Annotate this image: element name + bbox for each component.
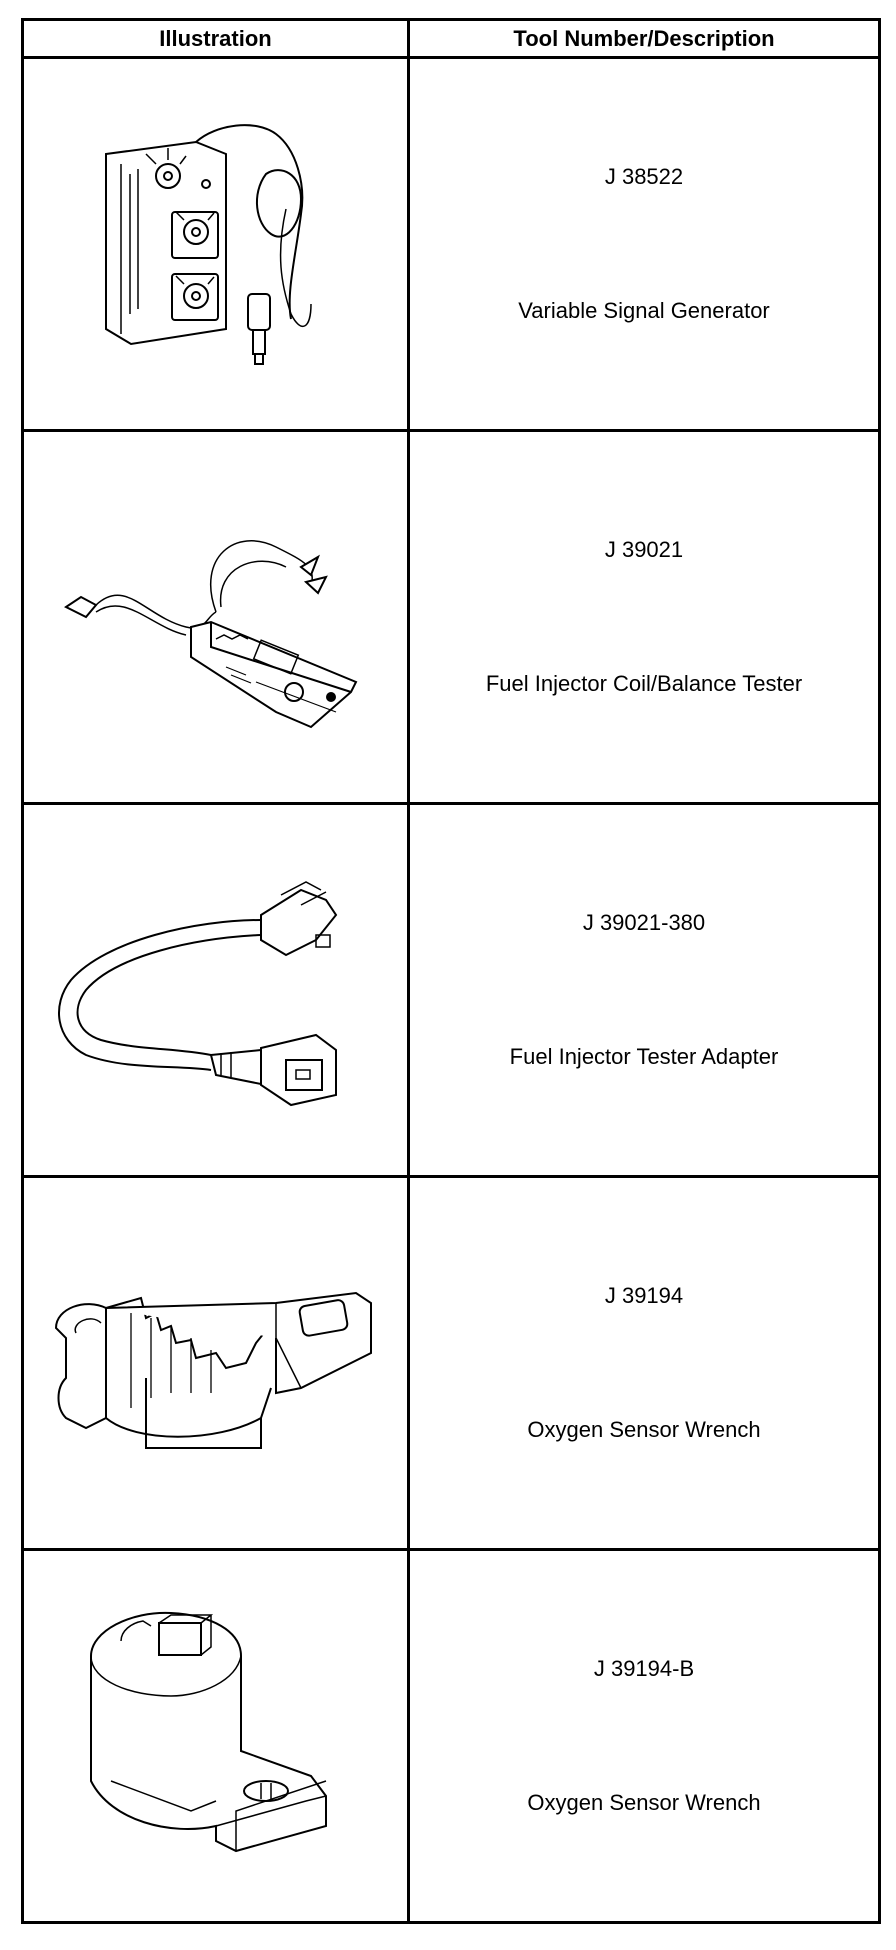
tester-adapter-icon xyxy=(46,860,386,1120)
tool-description: Oxygen Sensor Wrench xyxy=(527,1417,761,1442)
tool-description: Oxygen Sensor Wrench xyxy=(527,1790,761,1815)
tool-table-container: Illustration Tool Number/Description xyxy=(21,18,881,1924)
table-row: J 39021 Fuel Injector Coil/Balance Teste… xyxy=(21,429,881,805)
socket-wrench-icon xyxy=(71,1601,361,1871)
tool-description-cell: J 39194-B Oxygen Sensor Wrench xyxy=(407,1548,881,1924)
tool-description: Fuel Injector Tester Adapter xyxy=(509,1044,779,1069)
tool-number: J 39194-B xyxy=(593,1656,695,1681)
injector-tester-icon xyxy=(56,497,376,737)
tool-number: J 38522 xyxy=(604,164,684,189)
header-illustration: Illustration xyxy=(21,18,410,59)
tool-description-cell: J 38522 Variable Signal Generator xyxy=(407,56,881,432)
tool-number: J 39194 xyxy=(604,1283,684,1308)
table-row: J 39194 Oxygen Sensor Wrench xyxy=(21,1175,881,1551)
header-row: Illustration Tool Number/Description xyxy=(21,18,881,59)
tool-description-cell: J 39021-380 Fuel Injector Tester Adapter xyxy=(407,802,881,1178)
illustration-cell xyxy=(21,429,410,805)
illustration-cell xyxy=(21,802,410,1178)
crowfoot-wrench-icon xyxy=(46,1268,386,1458)
tool-number: J 39021-380 xyxy=(582,910,706,935)
tool-number: J 39021 xyxy=(604,537,684,562)
special-tools-table: Illustration Tool Number/Description xyxy=(21,18,881,1924)
tool-description: Variable Signal Generator xyxy=(518,298,770,323)
tool-description-cell: J 39194 Oxygen Sensor Wrench xyxy=(407,1175,881,1551)
table-row: J 39021-380 Fuel Injector Tester Adapter xyxy=(21,802,881,1178)
tool-description-cell: J 39021 Fuel Injector Coil/Balance Teste… xyxy=(407,429,881,805)
table-row: J 38522 Variable Signal Generator xyxy=(21,56,881,432)
illustration-cell xyxy=(21,1548,410,1924)
header-tool-number: Tool Number/Description xyxy=(407,18,881,59)
illustration-cell xyxy=(21,1175,410,1551)
table-row: J 39194-B Oxygen Sensor Wrench xyxy=(21,1548,881,1924)
signal-generator-icon xyxy=(86,114,346,374)
tool-description: Fuel Injector Coil/Balance Tester xyxy=(485,671,803,696)
illustration-cell xyxy=(21,56,410,432)
